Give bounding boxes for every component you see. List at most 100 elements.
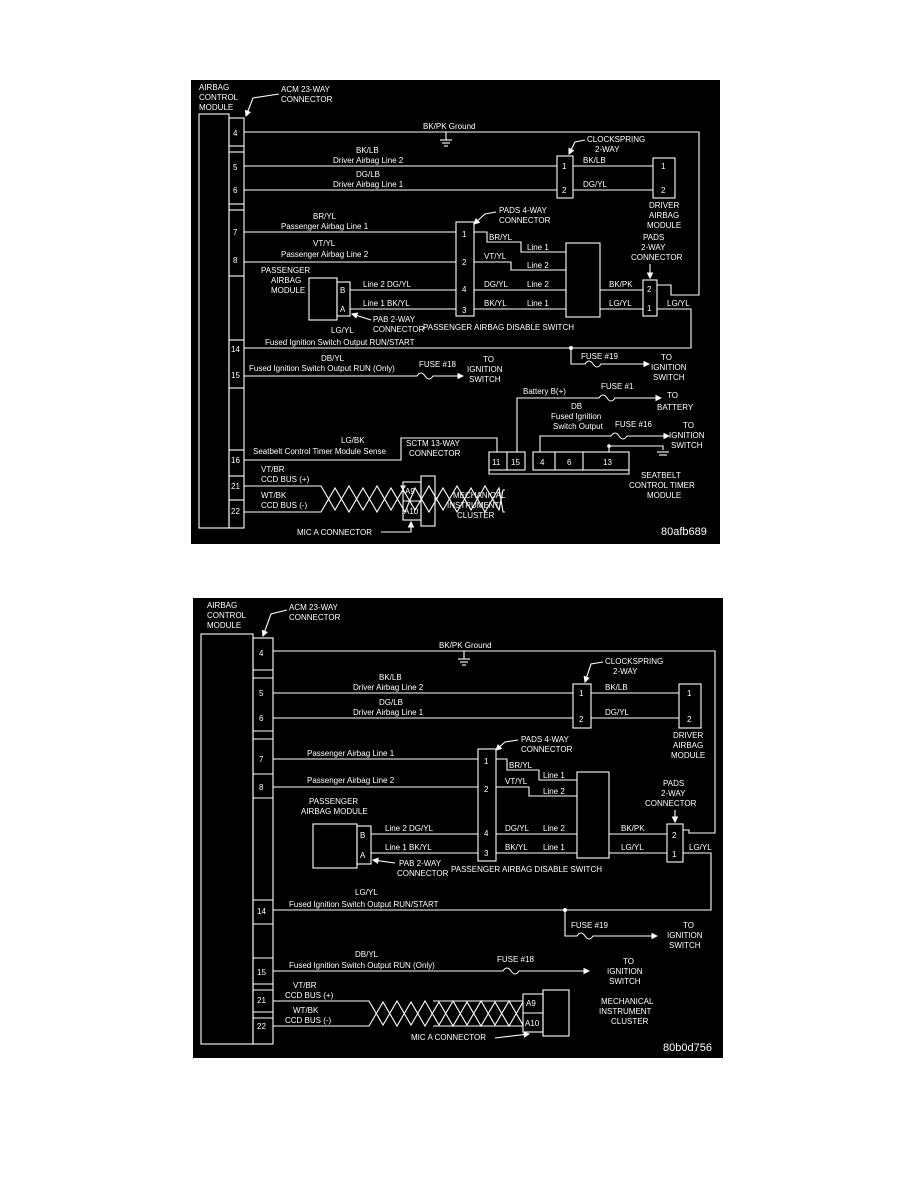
cs2-pin-1: 1: [579, 689, 584, 698]
diagram-2-svg: AIRBAG CONTROL MODULE ACM 23-WAY CONNECT…: [200, 601, 723, 1054]
driver-airbag-module-2: [678, 683, 702, 729]
pass2-label-1: PASSENGER: [309, 797, 358, 806]
ccd-bus-minus: [244, 486, 505, 514]
clockspring-label-1: CLOCKSPRING: [587, 135, 645, 144]
pab2-connector: [356, 825, 372, 865]
pads2-label-2: 2-WAY: [641, 243, 666, 252]
cs-out-2: DG/YL: [583, 180, 608, 189]
pin2-5: 5: [259, 689, 264, 698]
w2-21-name: CCD BUS (+): [285, 991, 334, 1000]
pin2-8: 8: [259, 783, 264, 792]
driver2-pin-1: 1: [687, 689, 692, 698]
wire2-pin15: [273, 967, 591, 975]
driver-module-label-2: AIRBAG: [649, 211, 679, 220]
to-ign19-1: TO: [661, 353, 672, 362]
mech2-cluster-2: INSTRUMENT: [599, 1007, 652, 1016]
fuse18b-label: FUSE #18: [497, 955, 534, 964]
to2-ign18-2: IGNITION: [607, 967, 643, 976]
sw2-line2-bot: Line 2: [543, 824, 565, 833]
acm-title-2: CONTROL: [199, 93, 239, 102]
w7-name: Passenger Airbag Line 1: [281, 222, 369, 231]
acm-module-box: [198, 113, 230, 529]
mechanical-instrument-cluster: [420, 475, 436, 527]
mech2-cluster-1: MECHANICAL: [601, 997, 654, 1006]
pads2b-pin-1: 1: [672, 850, 677, 859]
p-vtyl: VT/YL: [484, 252, 507, 261]
mech2-cluster-3: CLUSTER: [611, 1017, 649, 1026]
pads2-bkpk: BK/PK: [609, 280, 633, 289]
pads4b-leader: [495, 739, 519, 751]
ccd-bus-plus: [244, 484, 505, 512]
pin-7: 7: [233, 228, 238, 237]
w21-name: CCD BUS (+): [261, 475, 310, 484]
pads-2way-connector: [642, 279, 658, 317]
fuse1-label: FUSE #1: [601, 382, 634, 391]
pin2-22: 22: [257, 1022, 266, 1031]
mech-cluster-2: INSTRUMENT: [447, 501, 500, 510]
pin2-21: 21: [257, 996, 266, 1005]
pab-line2-label: Line 2 DG/YL: [363, 280, 412, 289]
cs-pin-1: 1: [562, 162, 567, 171]
acm2-title-2: CONTROL: [207, 611, 247, 620]
cs2-out-2: DG/YL: [605, 708, 630, 717]
driver2-label-1: DRIVER: [673, 731, 703, 740]
pads4-pin-4: 4: [462, 285, 467, 294]
clockspring-connector: [556, 155, 574, 199]
pin-16: 16: [231, 456, 240, 465]
sctm-module-3: MODULE: [647, 491, 681, 500]
fuse19-label: FUSE #19: [581, 352, 618, 361]
passenger-airbag-disable-switch-2: [576, 771, 610, 859]
driver-pin-1: 1: [661, 162, 666, 171]
db-label-3: Switch Output: [553, 422, 604, 431]
acm2-module-box: [200, 633, 254, 1045]
pads4-pin-1: 1: [462, 230, 467, 239]
sw-line1-bot: Line 1: [527, 299, 549, 308]
sctm-module-2: CONTROL TIMER: [629, 481, 695, 490]
acm-connector-label-2: CONNECTOR: [281, 95, 333, 104]
clockspring-label-2: 2-WAY: [595, 145, 620, 154]
pin2-14: 14: [257, 907, 266, 916]
pads4-leader: [473, 211, 497, 225]
mechanical-instrument-cluster-2: [542, 989, 570, 1037]
pab-2way-connector: [336, 281, 351, 317]
wire-pin16: [244, 437, 498, 461]
w5-name: Driver Airbag Line 2: [333, 156, 404, 165]
w2-14-name: Fused Ignition Switch Output RUN/START: [289, 900, 439, 909]
clockspring-leader: [568, 139, 586, 155]
driver-module-label-1: DRIVER: [649, 201, 679, 210]
sctm-module-bracket: [488, 470, 630, 475]
pads4-pin-3: 3: [462, 306, 467, 315]
db-label-2: Fused Ignition: [551, 412, 601, 421]
clockspring-connector-2: [572, 683, 592, 729]
wiring-diagram-without-seatbelt-timer: AIRBAG CONTROL MODULE ACM 23-WAY CONNECT…: [193, 598, 723, 1058]
pads4b-pin-2: 2: [484, 785, 489, 794]
pads-wire-bryl: [474, 231, 566, 253]
wire2-pin14: [273, 852, 712, 911]
pads4-label-2: CONNECTOR: [499, 216, 551, 225]
to-battery-2: BATTERY: [657, 403, 694, 412]
mic-connector-label: MIC A CONNECTOR: [297, 528, 372, 537]
pads4b-label-2: CONNECTOR: [521, 745, 573, 754]
to2-ign18-1: TO: [623, 957, 634, 966]
sctm-label-2: CONNECTOR: [409, 449, 461, 458]
w2-14-color: LG/YL: [355, 888, 378, 897]
pass-module-label-2: AIRBAG: [271, 276, 301, 285]
sw-line2-bot: Line 2: [527, 280, 549, 289]
acm2-pin-dividers: [253, 669, 273, 1019]
mic2-pin-a10: A10: [525, 1019, 540, 1028]
bkpk-ground-label-2: BK/PK Ground: [439, 641, 491, 650]
pads2-label-1: PADS: [643, 233, 664, 242]
to-ign18-2: IGNITION: [467, 365, 503, 374]
pads4b-pin-3: 3: [484, 849, 489, 858]
sw-line2-top: Line 2: [527, 261, 549, 270]
pab2-leader: [371, 857, 396, 865]
pin-15: 15: [231, 371, 240, 380]
w2-8-name: Passenger Airbag Line 2: [307, 776, 395, 785]
pab-line1-label: Line 1 BK/YL: [363, 299, 410, 308]
mic2-leader: [494, 1031, 531, 1039]
w2-15-color: DB/YL: [355, 950, 379, 959]
pads2-label-3: CONNECTOR: [631, 253, 683, 262]
w6-color: DG/LB: [356, 170, 380, 179]
cs-out-1: BK/LB: [583, 156, 606, 165]
fuse19-wire: [570, 348, 651, 368]
